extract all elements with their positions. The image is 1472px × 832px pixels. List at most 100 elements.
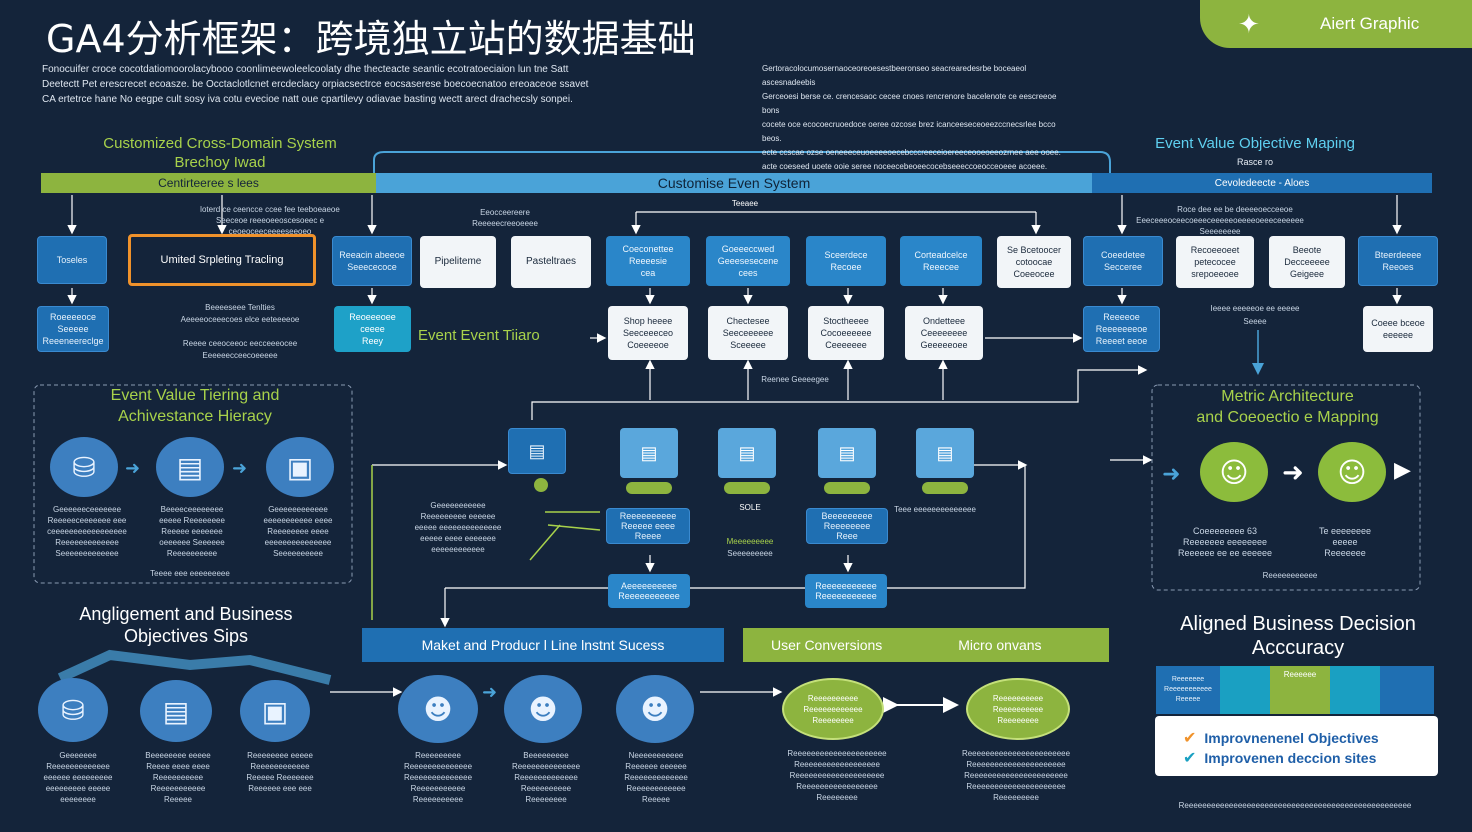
intro-right-line: cocete oce ecocoecruoedoce oeree ozcose … bbox=[762, 120, 1056, 143]
bc-col3-line: Reeeeee eeeeee bbox=[625, 762, 687, 771]
bl-col2-line: Reeeeeeeeeee bbox=[150, 784, 206, 793]
row2-white-line: Chectesee bbox=[726, 316, 770, 326]
right-heading-line2: and Coeoectio e Mapping bbox=[1196, 409, 1379, 426]
bc-col2-line: Beeeeeeeee bbox=[523, 751, 569, 760]
bc-col1-line: Reeeeeeeeeeeeee bbox=[403, 762, 473, 771]
oval2-line: Reeeeeeeeee bbox=[992, 693, 1044, 703]
row2-white-3: Stoctheeee Cocoeeeeee Ceeeeeee bbox=[808, 306, 884, 360]
label-center-a: Eeocceereere bbox=[480, 208, 530, 217]
bc-col4-line: Reeeeeeeeeeeeeeeeeeeee bbox=[787, 749, 887, 758]
left-col2-line: Reeeee eeeeeee bbox=[161, 527, 223, 536]
box-10: Se Bcetoocer cotoocae Coeeocee bbox=[997, 236, 1071, 288]
box-12-line: petecocee bbox=[1194, 257, 1236, 267]
box-7-line: Geeesesecene bbox=[717, 256, 779, 266]
bc-col4-line: Reeeeeeee bbox=[816, 793, 858, 802]
node-icon bbox=[534, 478, 548, 492]
box-pastel: Pasteltraes bbox=[511, 236, 591, 288]
left-col2-line: Reeeeeeeeee bbox=[166, 549, 218, 558]
row2-left-box-line: Seeeee bbox=[57, 324, 89, 334]
label-center-b: Reeeeecreeoeeee bbox=[472, 219, 538, 228]
arrow-right-icon: ➜ bbox=[125, 458, 141, 479]
check-item-label: Improvenen deccion sites bbox=[1204, 749, 1377, 766]
page-title: GA4分析框架：跨境独立站的数据基础 bbox=[46, 17, 696, 61]
center-blue-b-line: Reeeeeeee bbox=[823, 521, 871, 531]
chip-a: Reeeeeee Reeeeeeeeeee Reeeee bbox=[1156, 666, 1220, 714]
box-11-line: Secceree bbox=[1103, 262, 1143, 272]
center-blue-a-line: Reeeee eeee bbox=[620, 521, 676, 531]
bl-col1-line: Geeeeeee bbox=[59, 751, 97, 760]
chip-a-line: Reeeeeeeeeee bbox=[1164, 686, 1212, 693]
bottom-right-heading-line2: Acccuracy bbox=[1251, 637, 1345, 659]
bar-micro-label: Micro onvans bbox=[958, 637, 1042, 653]
box-7-line: Goeeeccwed bbox=[721, 244, 775, 254]
bottom-left-heading-line1: Angligement and Business bbox=[79, 604, 293, 624]
right-col1-line: Coeeeeeeee 63 bbox=[1192, 526, 1258, 536]
row2-right-white: Coeee bceoe eeeeee bbox=[1363, 306, 1433, 352]
top-right-heading-line2: Rasce ro bbox=[1236, 157, 1273, 167]
bottom-right-footer: Reeeeeeeeeeeeeeeeeeeeeeeeeeeeeeeeeeeeeee… bbox=[1178, 801, 1412, 810]
bc-col4-line: Reeeeeeeeeeeeeeeeeeee bbox=[789, 771, 885, 780]
box-14-line: Bteerdeeee bbox=[1374, 250, 1422, 260]
bl-col2-line: Reeeeeeeeee bbox=[152, 773, 204, 782]
bc-col3-line: Reeeeeeeeeeee bbox=[626, 784, 686, 793]
document-icon: ▤ bbox=[156, 437, 224, 497]
box-13-line: Geigeee bbox=[1289, 269, 1325, 279]
intro-right-line: Gertoracolocumosernaoceoreoesestbeeronse… bbox=[762, 64, 1027, 87]
box-3-line: Reeacin abeeoe bbox=[339, 250, 405, 260]
arrow-right-icon: ▶ bbox=[1394, 458, 1411, 483]
bc-col4-line: Reeeeeeeeeeeeeeeeee bbox=[794, 760, 880, 769]
row2-right-white-line: eeeeee bbox=[1382, 330, 1414, 340]
oval-micro: Reeeeeeeeee Reeeeeeeeee Reeeeeeee bbox=[966, 678, 1070, 740]
left-footer: Teeee eee eeeeeeeee bbox=[150, 569, 230, 578]
box-9-line: Reeecee bbox=[922, 262, 960, 272]
event-tiers-label: Event Event Tiiaro bbox=[418, 327, 540, 344]
bc-col5-line: Reeeeeeeeeeeeeeeeeeeee bbox=[966, 782, 1066, 791]
box-pipeline: Pipeliteme bbox=[420, 236, 496, 288]
right-col2-line: Reeeeeee bbox=[1324, 548, 1366, 558]
bl-col2-line: Reeee eeee eeee bbox=[146, 762, 210, 771]
bl-col1-line: eeeeeeee bbox=[60, 795, 96, 804]
left-col3-line: Reeeeeeee eeee bbox=[267, 527, 329, 536]
row2-label-b: Aeeeeoceeecoes elce eeteeeeoe bbox=[180, 315, 300, 324]
band-center-sublabel: Teeaee bbox=[731, 199, 759, 208]
bl-col2-line: Beeeeeeee eeeee bbox=[145, 751, 211, 760]
bottom-left-heading-line2: Objectives Sips bbox=[123, 626, 249, 646]
chip-a-line: Reeeee bbox=[1175, 696, 1201, 703]
middle-label: Reenee Geeeegee bbox=[761, 375, 829, 384]
bl-col1-line: eeeeee eeeeeeeee bbox=[43, 773, 113, 782]
top-left-heading-line2: Brechoy Iwad bbox=[174, 154, 266, 171]
bc-col2-line: Reeeeeeeeeeeeee bbox=[511, 762, 581, 771]
left-col3-line: Seeeeeeeeee bbox=[273, 549, 323, 558]
chip-teal bbox=[1220, 666, 1270, 714]
left-heading-line2: Achivestance Hieracy bbox=[118, 408, 272, 425]
bl-col1-line: Reeeeeeeeeeeee bbox=[46, 762, 110, 771]
center-bottom-a: Aeeeeeeeeee Reeeeeeeeeee bbox=[608, 574, 690, 608]
row2-right-line: Reeeeoe bbox=[1103, 312, 1140, 322]
bl-col3-line: Reeeeee eee eee bbox=[248, 784, 312, 793]
row2-white-line: Seeceeeeee bbox=[722, 328, 774, 338]
bc-col1-line: Reeeeeeeeee bbox=[412, 795, 464, 804]
box-3: Reeacin abeeoe Seeececoce bbox=[332, 236, 412, 286]
arrow-right-icon: ➜ bbox=[232, 458, 248, 479]
check-item: ✔ Improvenen deccion sites bbox=[1183, 748, 1376, 767]
box-6-line: Coeconettee bbox=[622, 244, 674, 254]
bc-col3-line: Neeeeeeeeeee bbox=[628, 751, 684, 760]
label-right-b: Eeeceeeoceecoeeeceeeeeoeeeeoeeeceeeeee S… bbox=[1136, 216, 1304, 236]
stack-icon: ⛁ bbox=[50, 437, 118, 497]
row2-teal-line: ceeee bbox=[360, 324, 385, 334]
box-3-line: Seeececoce bbox=[347, 262, 397, 272]
row2-white-1: Shop heeee Seeceeeceo Coeeeeoe bbox=[608, 306, 688, 360]
bar-market-product: Maket and Producr l Line lnstnt Sucess bbox=[362, 628, 724, 662]
document-icon: ▤ bbox=[140, 680, 212, 742]
bar-conversions: User Conversions Micro onvans bbox=[743, 628, 1109, 662]
intro-right-line: ecte ccscae ozse oeneeeceuoeeeeoecebcccr… bbox=[762, 148, 1061, 157]
chip-blue bbox=[1380, 666, 1434, 714]
band-left: Centirteeree s lees bbox=[41, 173, 376, 193]
right-col2: Te eeeeeeee eeeee Reeeeeee bbox=[1300, 526, 1390, 559]
oval1-line: Reeeeeeee bbox=[812, 715, 854, 725]
chip-teal bbox=[1330, 666, 1380, 714]
check-item-label: Improvnenenel Objectives bbox=[1204, 729, 1379, 746]
right-col1: Coeeeeeeee 63 Reeeeeee eeeeeeee Reeeeee … bbox=[1160, 526, 1290, 559]
bc-col1-line: Reeeeeeeeeeeeee bbox=[403, 773, 473, 782]
intro-left-line: Fonocuifer croce cocotdatiomoorolacybooo… bbox=[42, 64, 569, 75]
